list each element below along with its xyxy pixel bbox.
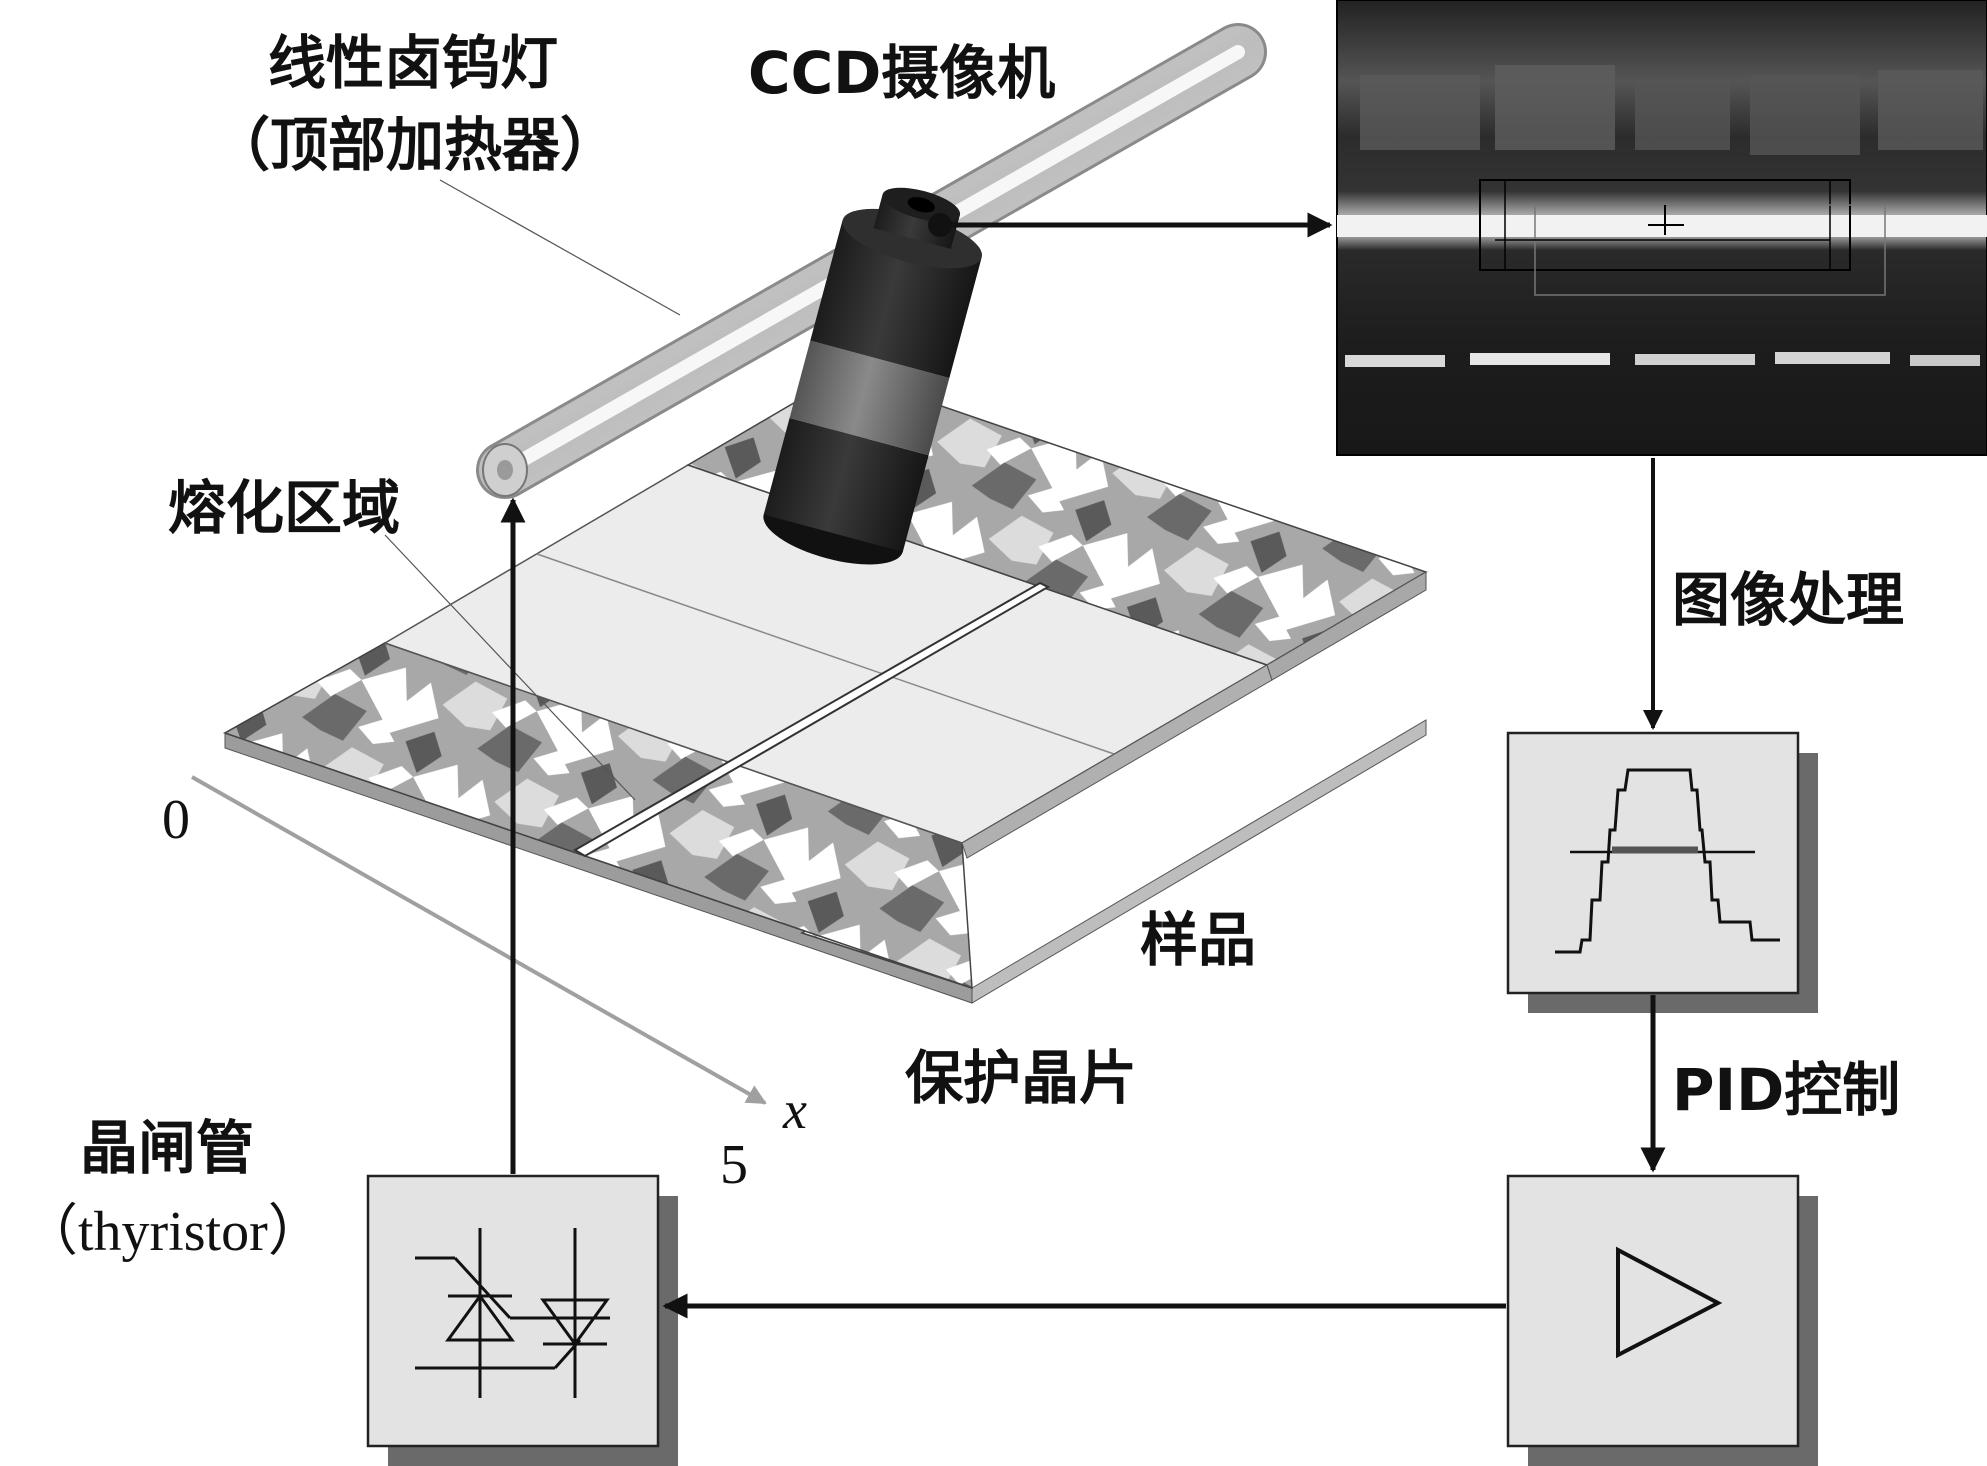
image-processing-block [1506, 731, 1818, 1013]
waveform-profile-icon [1555, 768, 1780, 954]
axis-var-label: x [782, 1080, 807, 1140]
ccd-image-panel [1336, 0, 1987, 456]
pid-amplifier-block [1506, 1174, 1818, 1466]
melt-zone-label: 熔化区域 [168, 474, 400, 542]
leader-lamp [439, 179, 681, 316]
signal-flow [500, 212, 1666, 1319]
thyristor-label-line2: （thyristor） [22, 1201, 324, 1263]
amplifier-triangle-icon [1616, 1246, 1723, 1359]
lamp-label-line1: 线性卤钨灯 [268, 29, 558, 97]
thyristor-block [366, 1174, 678, 1466]
melt-zone-strip [573, 581, 1051, 858]
pid-control-label: PID控制 [1672, 1056, 1900, 1124]
thyristor-pair-icon [415, 1228, 610, 1398]
plate-edge-right [971, 719, 1427, 1004]
protect-wafer-label: 保护晶片 [905, 1044, 1137, 1112]
x-axis [191, 775, 767, 1105]
axis-end-label: 5 [720, 1134, 748, 1196]
thyristor-label-line1: 晶闸管 [80, 1114, 254, 1182]
ccd-camera [763, 187, 982, 565]
image-processing-label: 图像处理 [1672, 566, 1904, 634]
camera-label: CCD摄像机 [748, 39, 1055, 107]
sample-label: 样品 [1140, 906, 1256, 974]
lamp-label-line2: （顶部加热器） [212, 111, 618, 179]
axis-start-label: 0 [162, 789, 190, 851]
leader-melt-zone [384, 534, 636, 801]
